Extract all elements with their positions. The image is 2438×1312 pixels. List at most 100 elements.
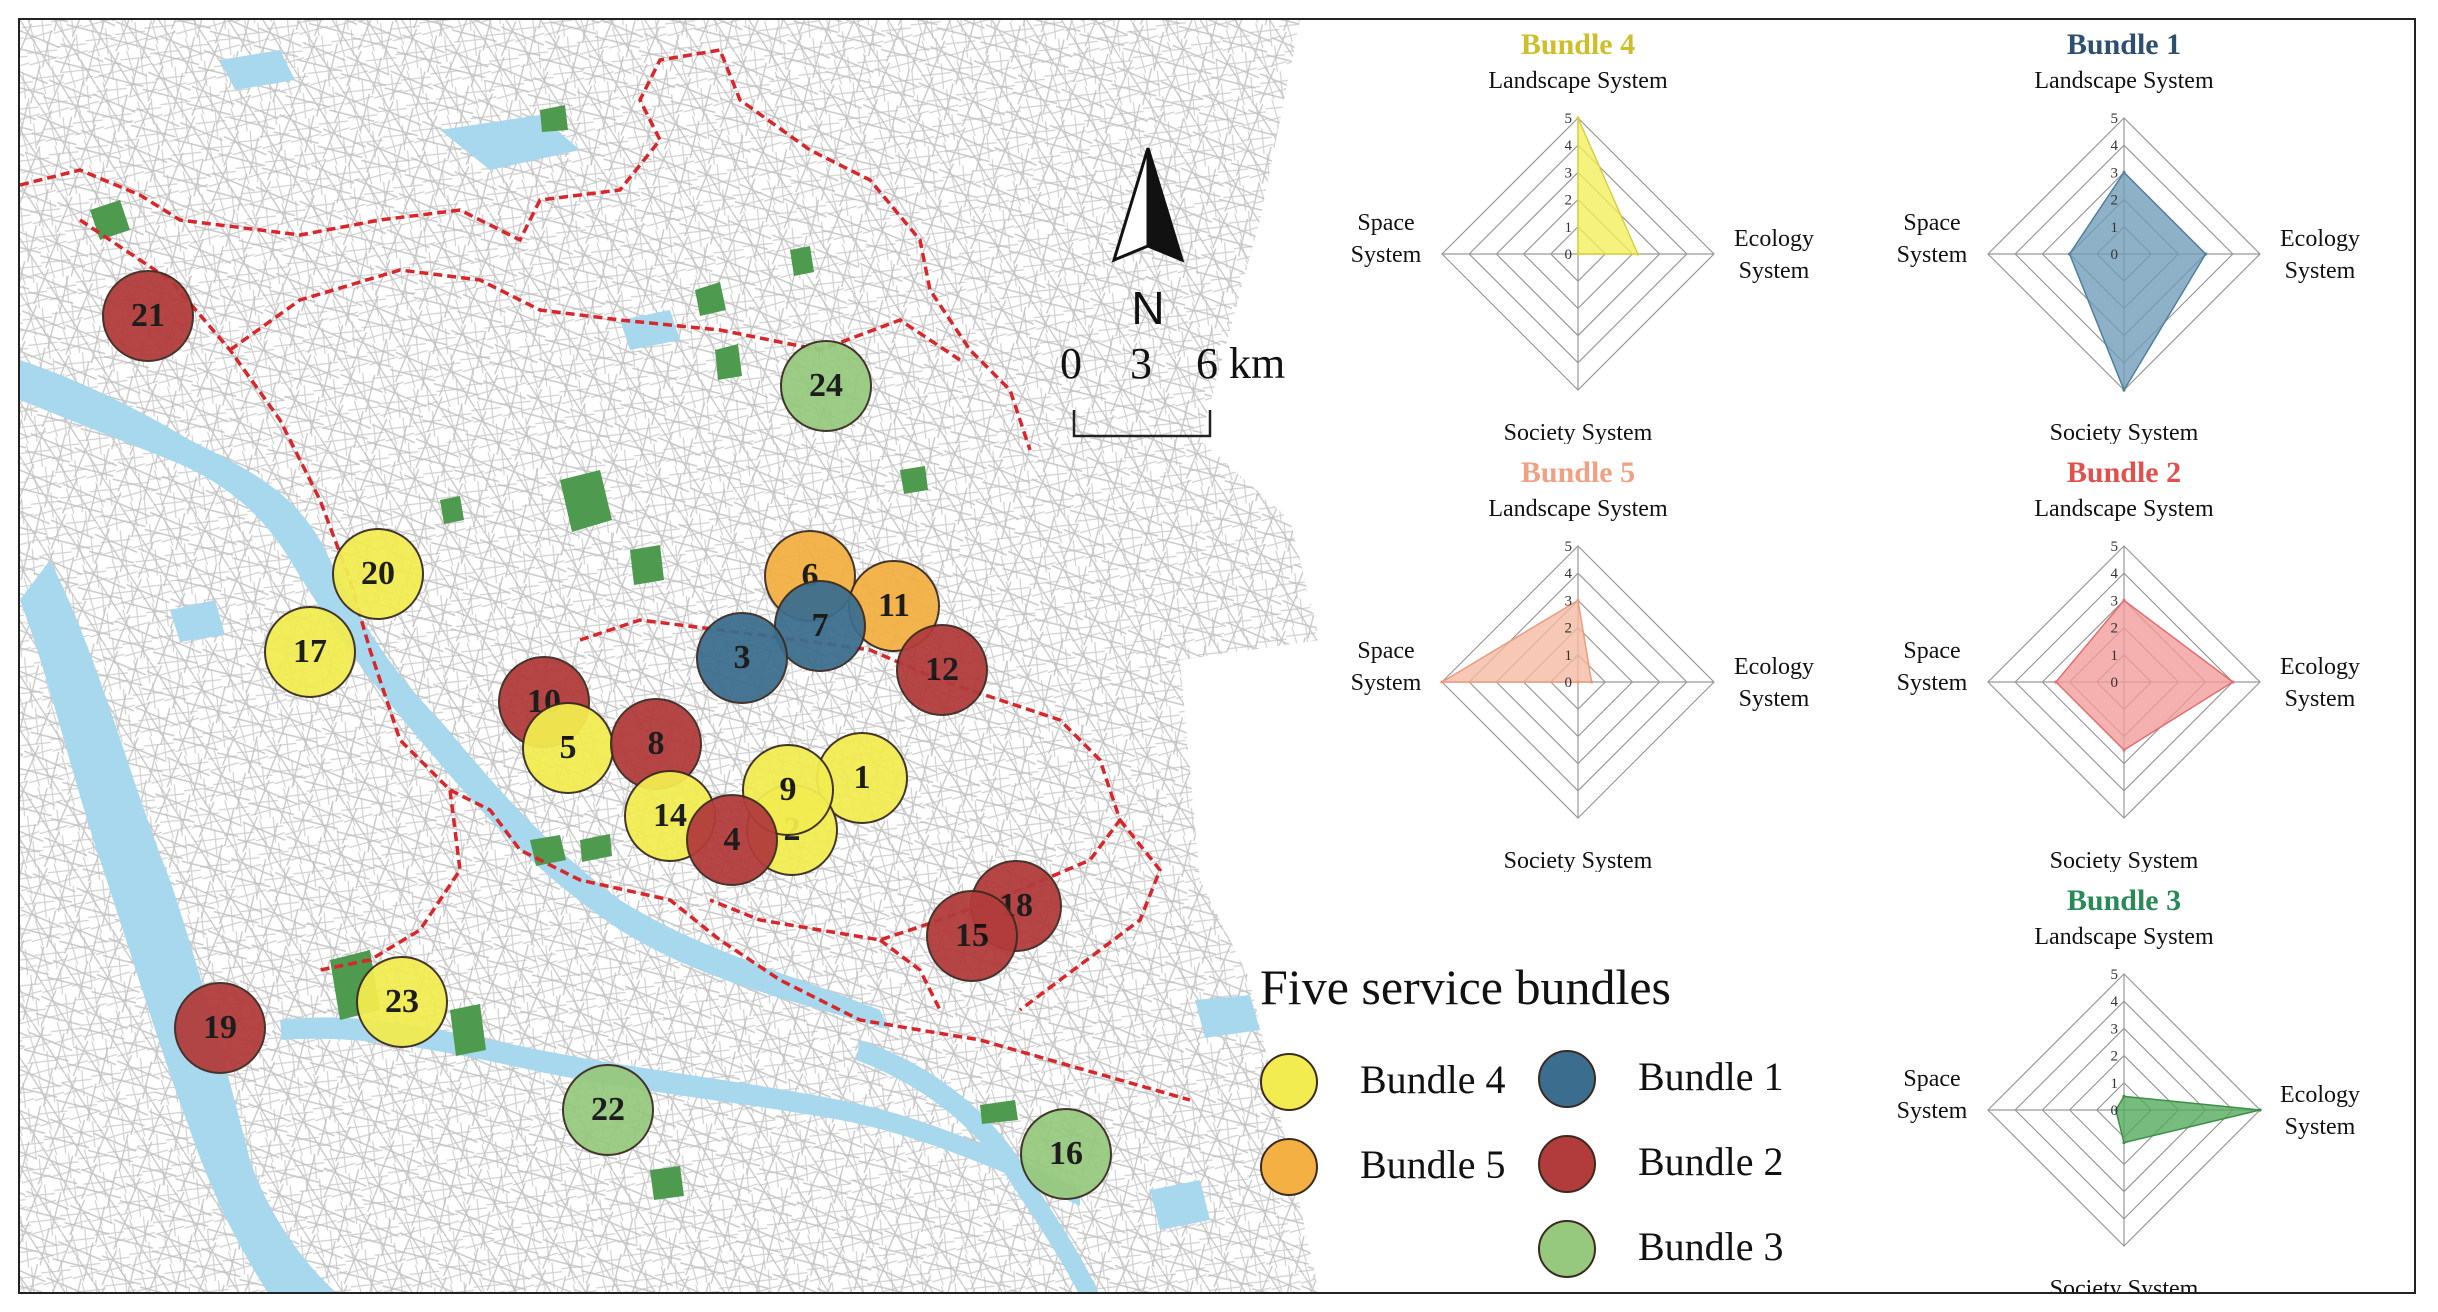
site-marker-label: 21 [131, 297, 165, 334]
radar-axis-label-space-line2: System [1897, 242, 1968, 268]
radar-tick-label: 4 [1565, 138, 1573, 154]
site-marker-15: 15 [926, 890, 1018, 982]
radar-tick-label: 2 [1565, 193, 1573, 209]
radar-axis-label-ecology-line1: Ecology [1734, 654, 1814, 680]
site-marker-label: 22 [591, 1091, 625, 1128]
site-marker-label: 12 [925, 651, 959, 688]
radar-data-point [2122, 388, 2126, 392]
radar-data-point [2122, 1141, 2126, 1145]
radar-tick-label: 5 [1565, 111, 1573, 127]
site-marker-label: 1 [853, 759, 871, 796]
site-marker-label: 4 [723, 821, 741, 858]
radar-data-point [1576, 680, 1580, 684]
scale-bar: 0 3 6 km [1058, 338, 1318, 448]
radar-axis-label-space-line1: Space [1903, 210, 1960, 236]
radar-series-area [2054, 599, 2235, 751]
legend-label-bundle-3: Bundle 3 [1638, 1224, 1784, 1269]
radar-axis-label-space-line2: System [1351, 242, 1422, 268]
radar-title: Bundle 1 [2067, 28, 2181, 61]
site-marker-24: 24 [780, 340, 872, 432]
radar-title: Bundle 5 [1521, 456, 1635, 489]
radar-axis-label-society: Society System [2050, 1276, 2199, 1294]
radar-tick-label: 3 [2111, 165, 2119, 181]
compass-icon: N [1111, 147, 1185, 334]
radar-axis-label-space-line1: Space [1357, 638, 1414, 664]
radar-axis-label-ecology-line1: Ecology [2280, 226, 2360, 252]
radar-axis-label-space-line1: Space [1903, 638, 1960, 664]
radar-tick-label: 5 [2111, 111, 2119, 127]
radar-axis-label-ecology-line1: Ecology [2280, 654, 2360, 680]
radar-tick-label: 5 [1565, 539, 1573, 555]
radar-data-point [2122, 598, 2126, 602]
scale-label-0: 0 [1060, 339, 1082, 388]
radar-data-point [1440, 680, 1444, 684]
radar-tick-label: 1 [2111, 1076, 2119, 1092]
radar-axis-label-society: Society System [2050, 848, 2199, 872]
radar-data-point [2258, 1108, 2262, 1112]
radar-tick-label: 3 [1565, 165, 1573, 181]
radar-data-point [2231, 680, 2235, 684]
radar-tick-label: 2 [2111, 621, 2119, 637]
legend-swatch-bundle-2 [1538, 1135, 1596, 1193]
site-marker-label: 8 [647, 725, 665, 762]
site-marker-16: 16 [1020, 1108, 1112, 1200]
radar-tick-label: 0 [2111, 247, 2119, 263]
site-marker-label: 11 [877, 587, 911, 624]
legend-label-bundle-4: Bundle 4 [1360, 1057, 1506, 1102]
radar-axis-label-landscape: Landscape System [2034, 924, 2214, 950]
radar-tick-label: 0 [1565, 247, 1573, 263]
radar-tick-label: 0 [2111, 675, 2119, 691]
radar-series-area [2068, 171, 2207, 392]
site-marker-label: 15 [955, 917, 989, 954]
radar-data-point [2204, 252, 2208, 256]
site-marker-label: 17 [293, 633, 327, 670]
radar-series-area [1439, 599, 1593, 683]
radar-data-point [2114, 1108, 2118, 1112]
radar-tick-label: 3 [2111, 593, 2119, 609]
radar-axis-label-landscape: Landscape System [2034, 496, 2214, 522]
site-marker-label: 20 [361, 555, 395, 592]
site-marker-label: 23 [385, 983, 419, 1020]
radar-tick-label: 4 [2111, 566, 2119, 582]
street-network [20, 20, 1320, 1292]
legend-swatch-bundle-3 [1538, 1220, 1596, 1278]
radar-axis-label-space-line2: System [1351, 670, 1422, 696]
radar-data-point [2122, 1094, 2126, 1098]
radar-data-point [1576, 116, 1580, 120]
radar-title: Bundle 2 [2067, 456, 2181, 489]
site-marker-label: 5 [559, 729, 577, 766]
radar-axis-label-ecology-line2: System [1739, 686, 1810, 712]
radar-tick-label: 2 [2111, 1049, 2119, 1065]
radar-tick-label: 5 [2111, 967, 2119, 983]
site-marker-17: 17 [264, 606, 356, 698]
legend-swatch-bundle-4 [1260, 1053, 1318, 1111]
site-marker-22: 22 [562, 1064, 654, 1156]
north-label: N [1131, 282, 1164, 334]
radar-axis-label-landscape: Landscape System [1488, 68, 1668, 94]
legend-swatch-bundle-5 [1260, 1138, 1318, 1196]
site-marker-21: 21 [102, 270, 194, 362]
radar-data-point [2122, 748, 2126, 752]
radar-data-point [2122, 170, 2126, 174]
radar-tick-label: 1 [1565, 648, 1573, 664]
radar-series-area [1577, 117, 1639, 255]
radar-data-point [2068, 252, 2072, 256]
radar-tick-label: 5 [2111, 539, 2119, 555]
radar-data-point [1636, 252, 1640, 256]
radar-tick-label: 2 [1565, 621, 1573, 637]
radar-axis-label-ecology-line2: System [2285, 1114, 2356, 1140]
site-marker-20: 20 [332, 528, 424, 620]
radar-data-point [1576, 598, 1580, 602]
site-marker-23: 23 [356, 956, 448, 1048]
site-marker-label: 14 [653, 797, 687, 834]
site-marker-5: 5 [522, 702, 614, 794]
scale-label-6km: 6 km [1196, 339, 1286, 388]
radar-data-point [2054, 680, 2058, 684]
radar-axis-label-society: Society System [1504, 420, 1653, 444]
radar-axis-label-landscape: Landscape System [1488, 496, 1668, 522]
radar-axis-label-space-line2: System [1897, 670, 1968, 696]
figure-frame: 2124201761173121058129144181523192216 N … [18, 18, 2416, 1294]
radar-tick-label: 2 [2111, 193, 2119, 209]
